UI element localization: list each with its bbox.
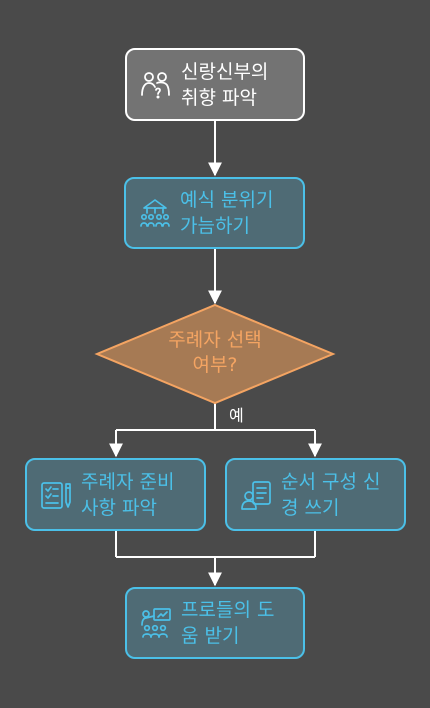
decision-label: 주례자 선택 여부? bbox=[168, 329, 262, 376]
person-document-icon bbox=[239, 478, 273, 512]
node-order-care-label: 순서 구성 신 경 쓰기 bbox=[281, 470, 381, 519]
yes-label: 예 bbox=[229, 406, 244, 425]
node-atmosphere: 예식 분위기 가늠하기 bbox=[124, 177, 305, 249]
decision-diamond bbox=[94, 303, 336, 405]
node-preferences: 신랑신부의 취향 파악 bbox=[125, 48, 305, 121]
node-pro-help-label: 프로들의 도 움 받기 bbox=[181, 599, 275, 647]
checklist-pen-icon bbox=[39, 478, 73, 512]
node-pro-help: 프로들의 도 움 받기 bbox=[125, 587, 305, 659]
node-atmosphere-label: 예식 분위기 가늠하기 bbox=[180, 189, 274, 237]
couple-question-icon bbox=[139, 68, 173, 102]
node-officiant-prep: 주례자 준비 사항 파악 bbox=[25, 458, 206, 531]
venue-crowd-icon bbox=[138, 196, 172, 230]
presenter-audience-icon bbox=[139, 606, 173, 640]
node-order-care: 순서 구성 신 경 쓰기 bbox=[225, 458, 406, 531]
node-preferences-label: 신랑신부의 취향 파악 bbox=[181, 60, 269, 109]
node-officiant-prep-label: 주례자 준비 사항 파악 bbox=[81, 470, 175, 519]
